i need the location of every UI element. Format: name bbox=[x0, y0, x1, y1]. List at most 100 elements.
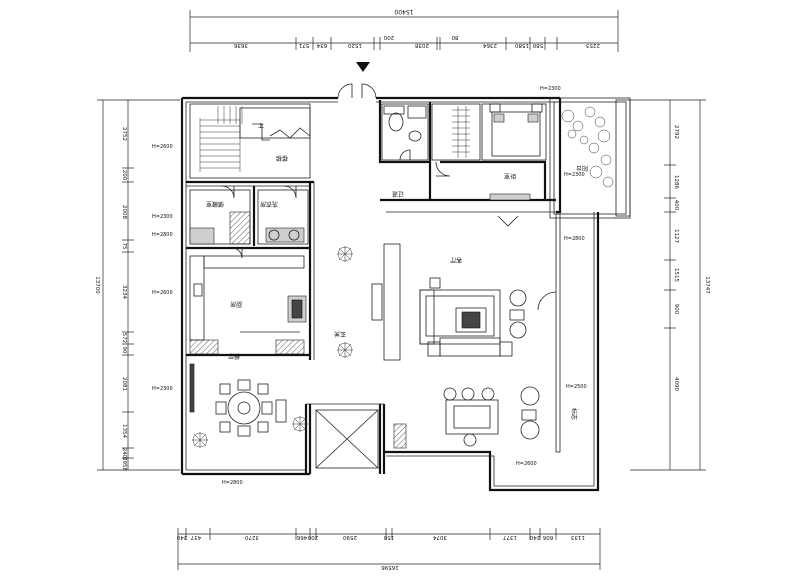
right-dim-2: 400 bbox=[673, 200, 679, 211]
top-dim-1: 571 bbox=[299, 42, 310, 48]
top-total-dim: 15400 bbox=[394, 8, 413, 15]
dining-cabinet bbox=[275, 339, 305, 355]
bottom-dim-5: 2590 bbox=[343, 534, 357, 540]
laundry-room: 洗衣房 bbox=[257, 185, 309, 245]
plant-cluster bbox=[561, 106, 614, 188]
ceiling-mark: H=2500 bbox=[566, 384, 587, 390]
kitchen-label: 厨房 bbox=[230, 300, 242, 308]
tv-cabinet bbox=[489, 193, 531, 201]
bed bbox=[491, 111, 541, 157]
stairs-label: 楼梯 bbox=[276, 154, 288, 162]
bottom-dimension-chain: 240 437 3270 466 200 2590 150 3074 1377 … bbox=[176, 528, 601, 570]
stair-up-label: 上 bbox=[258, 122, 264, 130]
nightstand bbox=[489, 103, 501, 113]
ceiling-mark: H=2300 bbox=[152, 214, 173, 220]
bottom-dim-10: 606 bbox=[542, 534, 553, 540]
top-dim-10: 2253 bbox=[586, 42, 600, 48]
dining-room: 餐厅 bbox=[189, 339, 308, 448]
dining-table bbox=[215, 379, 273, 437]
living-label: 客厅 bbox=[450, 256, 462, 264]
left-dim-4: 3234 bbox=[121, 285, 127, 299]
top-dim-8: 1580 bbox=[515, 42, 529, 48]
ceiling-mark: H=2800 bbox=[222, 480, 243, 486]
foyer: 玄关 bbox=[334, 243, 401, 361]
entry-door[interactable] bbox=[337, 62, 377, 99]
sofa-set bbox=[419, 277, 527, 357]
washer-icon bbox=[268, 229, 280, 241]
entry-arrow-icon bbox=[356, 62, 370, 72]
sink-icon bbox=[408, 130, 422, 142]
left-dimension-chain: 13700 2752 200 2008 75 3234 572 90 2081 … bbox=[94, 99, 180, 471]
toilet-icon bbox=[388, 112, 404, 132]
kitchen-sink-icon bbox=[193, 283, 203, 297]
corridor-label: 过道 bbox=[392, 190, 404, 198]
plant-icon bbox=[337, 246, 353, 262]
top-dim-2: 634 bbox=[316, 42, 327, 48]
ceiling-mark: H=2300 bbox=[564, 172, 585, 178]
bottom-dim-4: 200 bbox=[307, 534, 318, 540]
left-dim-0: 2752 bbox=[121, 127, 127, 141]
staircase: 上 楼梯 bbox=[189, 103, 311, 179]
bedroom: 卧室 bbox=[435, 103, 547, 201]
ceiling-mark: H=2300 bbox=[540, 86, 561, 92]
kitchen-counter-left bbox=[189, 255, 205, 341]
dining-sideboard bbox=[189, 363, 195, 413]
left-dim-5: 572 bbox=[121, 333, 127, 344]
kitchen: 厨房 bbox=[189, 247, 307, 341]
bottom-dim-0: 240 bbox=[176, 534, 187, 540]
bottom-dim-2: 3270 bbox=[245, 534, 259, 540]
left-dim-1: 200 bbox=[121, 170, 127, 181]
plant-icon bbox=[337, 342, 353, 358]
top-dim-5: 2038 bbox=[415, 42, 429, 48]
left-dim-8: 1354 bbox=[121, 424, 127, 438]
left-dim-9: 240 bbox=[121, 448, 127, 459]
outer-walls bbox=[180, 96, 600, 492]
nightstand bbox=[531, 103, 543, 113]
bottom-dim-11: 1133 bbox=[571, 534, 585, 540]
bottom-dim-6: 150 bbox=[383, 534, 394, 540]
storage-label: 储藏室 bbox=[206, 200, 224, 208]
left-dim-3: 75 bbox=[121, 243, 127, 250]
entry-label: 玄关 bbox=[334, 330, 346, 338]
sign-label: 标志 bbox=[570, 408, 578, 420]
elevator-shaft bbox=[315, 409, 407, 469]
walk-in-closet bbox=[431, 103, 481, 161]
right-dim-1: 1286 bbox=[673, 175, 679, 189]
bottom-dim-9: 240 bbox=[529, 534, 540, 540]
bottom-dim-1: 437 bbox=[190, 534, 201, 540]
plant-icon bbox=[192, 432, 208, 448]
top-dim-3: 1520 bbox=[348, 42, 362, 48]
left-dim-2: 2008 bbox=[121, 205, 127, 219]
left-dim-10: 8958 bbox=[121, 457, 127, 471]
partition-screen bbox=[383, 243, 401, 361]
right-dimension-chain: 2792 1286 400 1127 1515 900 4090 13747 bbox=[630, 99, 710, 471]
ceiling-mark: H=2600 bbox=[152, 144, 173, 150]
ceiling-height-marks: H=2600 H=2300 H=2800 H=2600 H=2300 H=230… bbox=[152, 86, 587, 486]
balcony: 阳台 bbox=[549, 97, 631, 219]
kitchen-counter-top bbox=[203, 255, 305, 269]
right-dim-3: 1127 bbox=[673, 229, 679, 243]
bottom-total-dim: 16596 bbox=[381, 564, 399, 570]
left-dim-7: 2081 bbox=[121, 377, 127, 391]
storage-room: 储藏室 bbox=[189, 185, 251, 245]
right-dim-5: 900 bbox=[673, 304, 679, 315]
ceiling-mark: H=2300 bbox=[152, 386, 173, 392]
dining-cabinet bbox=[189, 339, 219, 355]
bottom-dim-7: 3074 bbox=[433, 534, 447, 540]
top-dim-4: 200 bbox=[383, 34, 394, 40]
top-dimension-chain: 15400 3636 571 634 1520 200 2038 80 2364… bbox=[189, 8, 619, 52]
right-dim-0: 2792 bbox=[673, 125, 679, 139]
coffee-table bbox=[455, 307, 487, 333]
balcony-label: 阳台 bbox=[576, 164, 588, 172]
right-dim-6: 4090 bbox=[673, 377, 679, 391]
bathroom bbox=[381, 103, 429, 161]
tea-table-set bbox=[443, 386, 540, 447]
right-dim-4: 1515 bbox=[673, 268, 679, 282]
top-dim-6: 80 bbox=[451, 34, 458, 40]
dryer-icon bbox=[288, 229, 300, 241]
top-dim-0: 3636 bbox=[234, 42, 248, 48]
right-total-dim: 13747 bbox=[704, 276, 710, 294]
dining-label: 餐厅 bbox=[228, 352, 240, 360]
plant-icon bbox=[292, 416, 308, 432]
